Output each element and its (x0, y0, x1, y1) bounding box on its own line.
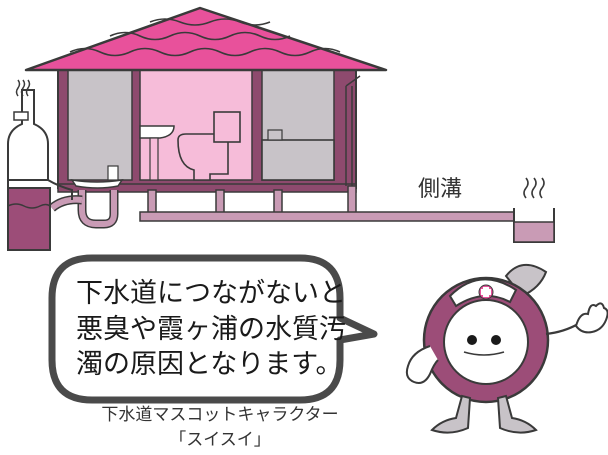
toilet (177, 133, 229, 181)
mascot-right-hand (574, 302, 608, 334)
red-cross-icon (478, 284, 494, 300)
bathtub (261, 139, 335, 181)
mascot-mouth (463, 351, 505, 356)
drain-pipes (49, 185, 529, 229)
downpipe (345, 75, 361, 186)
mascot-right-arm (545, 323, 579, 336)
roadside-ditch: 側溝 (418, 177, 555, 243)
mascot-face (443, 299, 529, 385)
bubble-line-3: 濁の原因となります。 (76, 349, 343, 380)
mascot-caption-line2: 「スイスイ」 (169, 430, 271, 450)
mascot-eye-left (467, 335, 477, 345)
mascot-right-foot (496, 394, 538, 434)
sink (70, 178, 124, 189)
mascot-left-foot (430, 394, 472, 434)
bubble-line-1: 下水道につながないと (76, 278, 346, 309)
smell-icon (15, 79, 31, 97)
mascot-left-hand (405, 345, 439, 384)
roof-tiles (69, 47, 341, 57)
room-left (67, 69, 133, 181)
bubble-line-2: 悪臭や霞ヶ浦の水質汚 (76, 314, 346, 345)
speech-bubble: 下水道につながないと 悪臭や霞ヶ浦の水質汚 濁の原因となります。 (48, 254, 378, 404)
ditch-label: 側溝 (418, 177, 462, 202)
mascot-eye-right (491, 335, 501, 345)
mascot-caption-line1: 下水道マスコットキャラクター (101, 405, 338, 425)
sewage-surface (7, 203, 51, 209)
smell-icon (523, 177, 545, 199)
septic-tank (7, 79, 73, 251)
main-drain-pipe (139, 211, 529, 222)
wash-basin (139, 125, 175, 139)
mascot-suisui (405, 264, 608, 434)
house (24, 6, 388, 193)
